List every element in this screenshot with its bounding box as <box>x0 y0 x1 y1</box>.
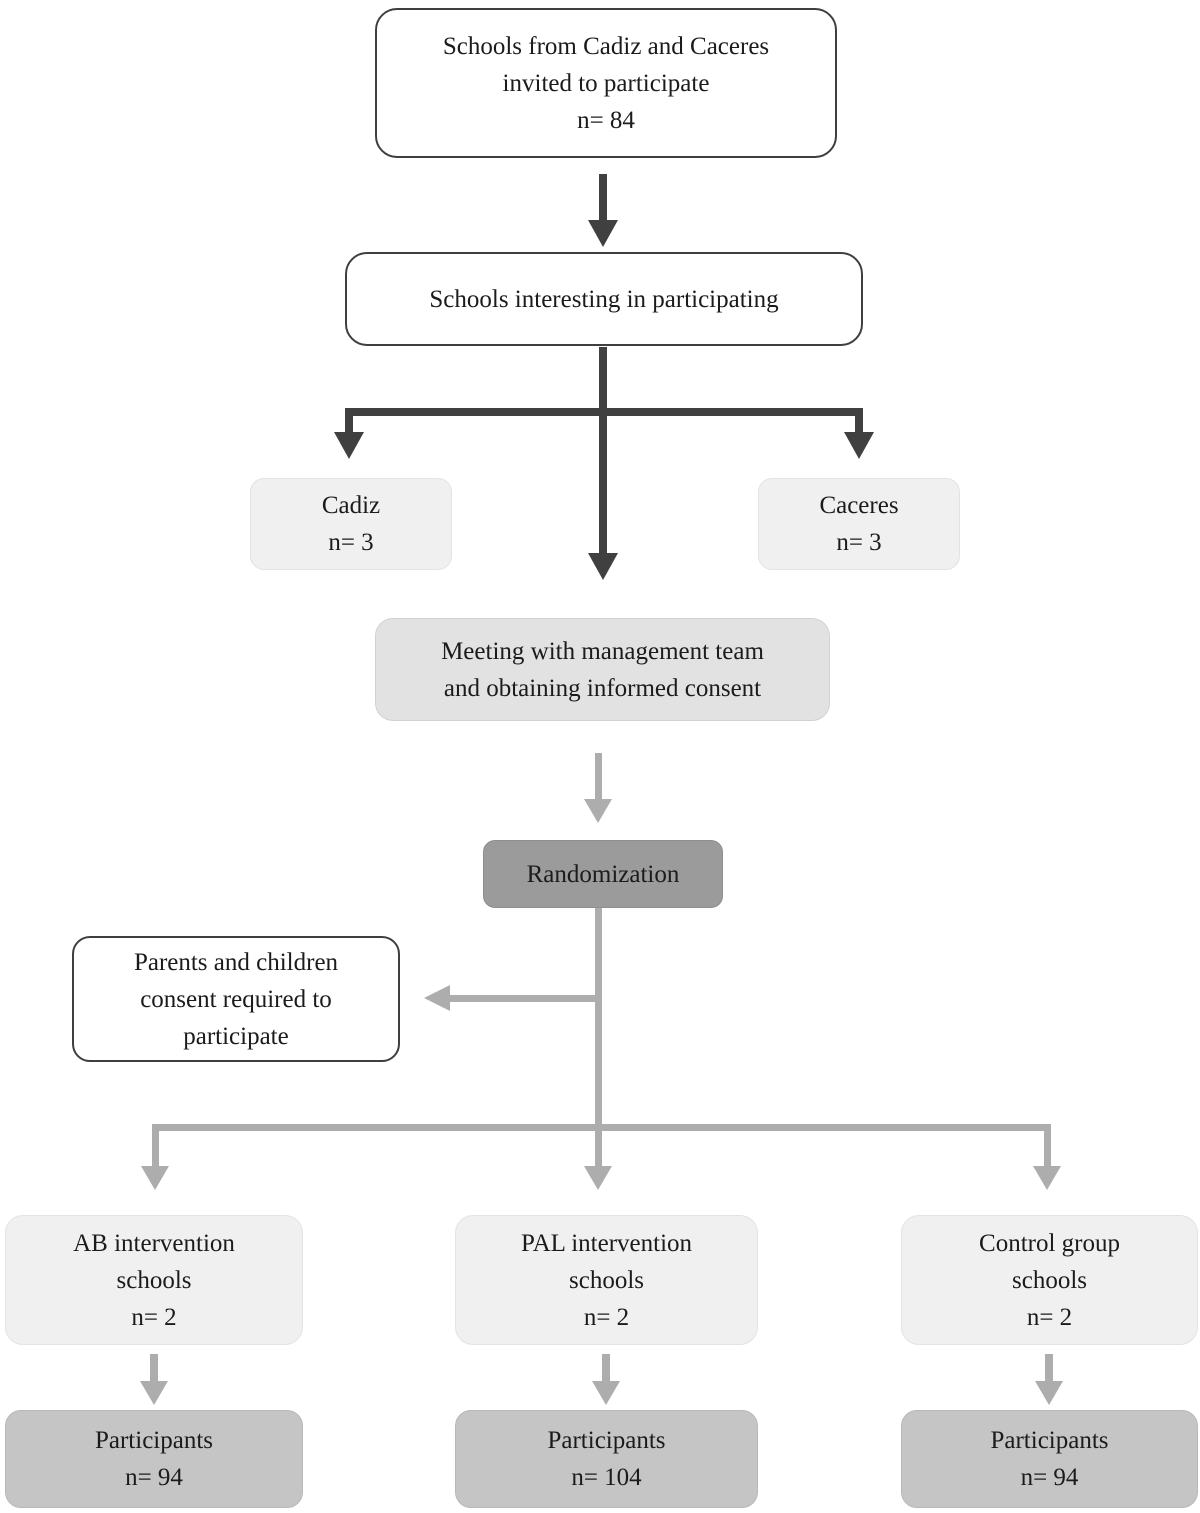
arrow-ab-to-participants-head <box>140 1381 168 1405</box>
arrow-interested-to-meeting-head <box>588 553 618 580</box>
node-control-participants: Participants n= 94 <box>901 1410 1198 1508</box>
node-ab-intervention-schools: AB intervention schools n= 2 <box>5 1215 303 1345</box>
node-interested-schools: Schools interesting in participating <box>345 252 863 346</box>
arrow-control-to-participants-head <box>1035 1381 1063 1405</box>
arrow-control-to-participants-shaft <box>1045 1354 1053 1381</box>
arrow-to-consent-head <box>424 985 450 1011</box>
arrow-to-cadiz-shaft <box>345 408 353 432</box>
branch-bar-cadiz-caceres <box>345 408 863 416</box>
arrow-meeting-to-randomization-shaft <box>595 753 602 799</box>
node-randomization: Randomization <box>483 840 723 908</box>
trunk-randomization-down <box>595 908 602 1131</box>
arrow-interested-to-meeting-shaft <box>599 347 607 553</box>
node-pal-participants: Participants n= 104 <box>455 1410 758 1508</box>
arrow-pal-to-participants-shaft <box>602 1354 610 1381</box>
arrow-to-caceres-head <box>844 432 874 459</box>
arrow-to-cadiz-head <box>334 432 364 459</box>
node-ab-participants: Participants n= 94 <box>5 1410 303 1508</box>
node-pal-intervention-schools: PAL intervention schools n= 2 <box>455 1215 758 1345</box>
node-cadiz: Cadiz n= 3 <box>250 478 452 570</box>
arrow-pal-to-participants-head <box>592 1381 620 1405</box>
arrow-invited-to-interested-head <box>588 220 618 247</box>
arrow-to-control-schools-head <box>1033 1166 1061 1190</box>
branch-bar-groups <box>152 1124 1051 1131</box>
arrow-to-ab-schools-shaft <box>152 1124 159 1166</box>
arrow-invited-to-interested-shaft <box>599 174 607 220</box>
arrow-to-pal-schools-shaft <box>595 1131 602 1166</box>
node-caceres: Caceres n= 3 <box>758 478 960 570</box>
node-parents-consent: Parents and children consent required to… <box>72 936 400 1062</box>
node-control-group-schools: Control group schools n= 2 <box>901 1215 1198 1345</box>
node-invited-schools: Schools from Cadiz and Caceres invited t… <box>375 8 837 158</box>
arrow-to-control-schools-shaft <box>1044 1124 1051 1166</box>
arrow-to-consent-shaft <box>450 995 598 1002</box>
arrow-to-ab-schools-head <box>141 1166 169 1190</box>
arrow-to-caceres-shaft <box>855 408 863 432</box>
node-meeting-consent: Meeting with management team and obtaini… <box>375 618 830 721</box>
arrow-ab-to-participants-shaft <box>150 1354 158 1381</box>
arrow-to-pal-schools-head <box>584 1166 612 1190</box>
arrow-meeting-to-randomization-head <box>584 799 612 823</box>
